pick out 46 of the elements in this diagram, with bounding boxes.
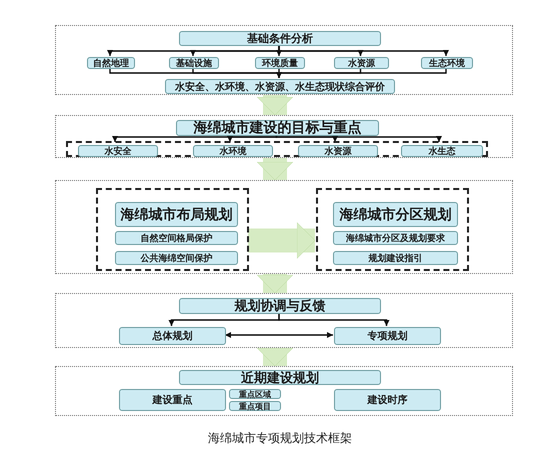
arrow [225, 332, 333, 338]
figure-caption: 海绵城市专项规划技术框架 [207, 430, 353, 447]
dashed-group-frame [66, 141, 488, 157]
block-arrow [248, 222, 316, 259]
arrow [278, 313, 390, 326]
text-box: 水资源 [334, 57, 389, 69]
text-box: 水资源 [298, 145, 378, 157]
text-box: 海绵城市建设的目标与重点 [176, 120, 379, 136]
arrow [227, 135, 278, 142]
section-panel [55, 115, 513, 158]
block-arrow [256, 274, 294, 294]
dashed-group-frame [316, 188, 469, 271]
arrow [276, 135, 442, 142]
block-arrow [256, 95, 294, 116]
text-box: 自然空间格局保护 [115, 231, 238, 245]
text-box: 水安全、水环境、水资源、水生态现状综合评价 [165, 79, 395, 94]
text-box: 专项规划 [334, 327, 441, 345]
arrow [278, 45, 449, 56]
text-box: 海绵城市布局规划 [115, 202, 238, 227]
text-box: 规划建设指引 [333, 251, 458, 265]
text-box: 水生态 [401, 145, 483, 157]
text-box: 自然地理 [87, 57, 135, 69]
arrow [276, 68, 447, 78]
text-box: 建设重点 [119, 389, 226, 411]
block-arrow [256, 158, 294, 180]
text-box: 重点区域 [229, 389, 281, 399]
block-arrow [256, 348, 294, 366]
text-box: 水环境 [193, 145, 273, 157]
section-panel [55, 25, 513, 95]
text-box: 总体规划 [119, 327, 226, 345]
section-panel [55, 293, 513, 348]
text-box: 海绵城市分区及规划要求 [333, 231, 458, 245]
dashed-group-frame [96, 188, 249, 271]
text-box: 水安全 [78, 145, 158, 157]
text-box: 基础条件分析 [179, 31, 381, 46]
text-box: 重点项目 [229, 401, 281, 411]
section-panel [55, 180, 513, 274]
text-box: 规划协调与反馈 [179, 298, 381, 314]
text-box: 海绵城市分区规划 [333, 202, 458, 227]
text-box: 建设时序 [334, 389, 441, 411]
text-box: 基础设施 [169, 57, 219, 69]
text-box: 环境质量 [255, 57, 305, 69]
text-box: 近期建设规划 [179, 370, 381, 385]
section-panel [55, 366, 513, 416]
text-box: 公共海绵空间保护 [115, 251, 238, 265]
text-box: 生态环境 [421, 57, 473, 69]
